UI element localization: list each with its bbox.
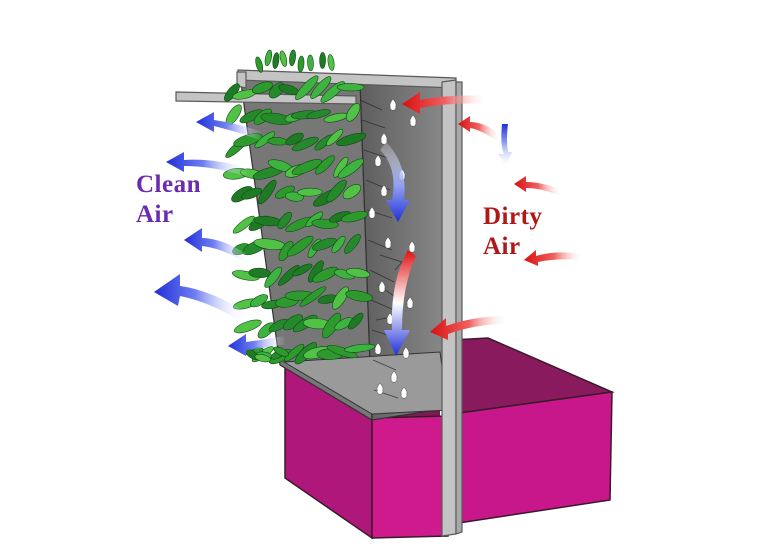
leaf-icon: [337, 83, 364, 91]
planter-box-rear: [452, 338, 612, 524]
leaf-icon: [272, 52, 280, 69]
leaf-icon: [327, 54, 335, 71]
leaf-icon: [320, 52, 326, 68]
leaf-icon: [307, 55, 314, 71]
clean-air-label-line1: Clean: [136, 170, 201, 200]
leaf-icon: [279, 50, 289, 67]
clean-air-label-line2: Air: [136, 200, 201, 230]
leaf-icon: [297, 56, 304, 72]
arrow-icon: [514, 176, 562, 196]
leaf-icon: [264, 49, 273, 66]
arrow-icon: [458, 116, 500, 142]
arrow-icon: [154, 274, 246, 322]
arrow-icon: [498, 124, 512, 166]
clean-air-label: Clean Air: [136, 170, 201, 230]
dirty-air-label: Dirty Air: [483, 202, 542, 262]
dirty-air-label-line2: Air: [483, 232, 542, 262]
dirty-air-label-line1: Dirty: [483, 202, 542, 232]
leaf-icon: [289, 50, 297, 67]
